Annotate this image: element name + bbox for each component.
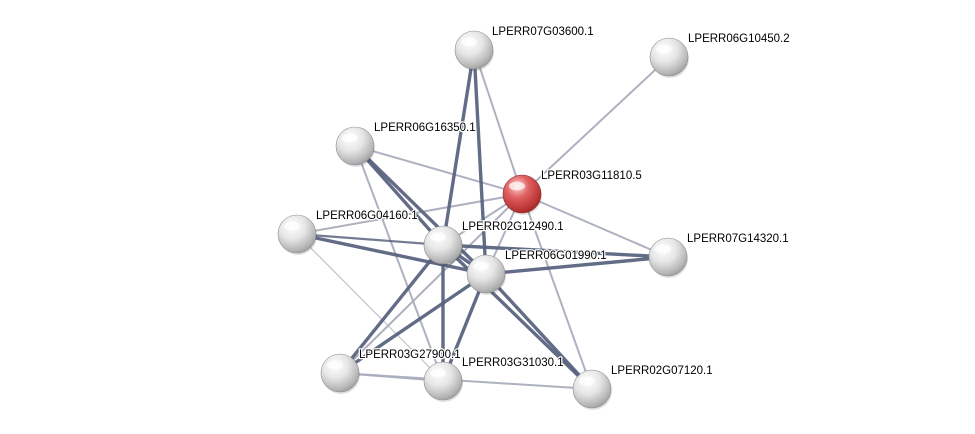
node-sphere[interactable] bbox=[649, 37, 689, 77]
node-label-halo: LPERR03G11810.5 bbox=[541, 170, 642, 182]
node-lperr07g03600-1[interactable] bbox=[454, 30, 494, 71]
node-label-halo: LPERR06G10450.2 bbox=[688, 33, 790, 45]
labels-layer: LPERR03G11810.5LPERR03G11810.5LPERR07G03… bbox=[315, 25, 791, 379]
node-label-halo: LPERR03G27900.1 bbox=[359, 349, 461, 361]
edge-lperr03g11810-5-to-lperr07g03600-1[interactable] bbox=[473, 49, 523, 195]
edge-lperr06g01990-1-to-lperr03g27900-1[interactable] bbox=[338, 272, 488, 375]
node-label: LPERR07G03600.1 bbox=[492, 26, 594, 38]
node-lperr02g07120-1[interactable] bbox=[572, 369, 612, 410]
edge-lperr03g11810-5-to-lperr03g27900-1[interactable] bbox=[339, 193, 523, 374]
node-label-halo: LPERR07G14320.1 bbox=[687, 233, 789, 245]
edge-lperr02g12490-1-to-lperr07g14320-1[interactable] bbox=[441, 243, 670, 259]
edge-lperr06g16350-1-to-lperr03g31030-1[interactable] bbox=[354, 145, 444, 382]
node-label: LPERR02G12490.1 bbox=[462, 221, 564, 233]
nodes-layer bbox=[277, 30, 689, 410]
edge-lperr03g11810-5-to-lperr06g04160-1[interactable] bbox=[296, 193, 523, 235]
edge-lperr03g27900-1-to-lperr02g07120-1[interactable] bbox=[339, 372, 593, 390]
node-label-halo: LPERR02G07120.1 bbox=[611, 365, 713, 377]
node-highlight bbox=[430, 368, 446, 378]
node-label: LPERR06G04160.1 bbox=[316, 210, 418, 222]
node-label-halo: LPERR06G16350.1 bbox=[374, 122, 476, 134]
node-label-halo: LPERR06G01990.1 bbox=[505, 250, 607, 262]
node-highlight bbox=[473, 261, 489, 271]
query-node-sphere[interactable] bbox=[502, 174, 542, 214]
edge-lperr03g11810-5-to-lperr02g07120-1[interactable] bbox=[521, 193, 593, 390]
node-sphere[interactable] bbox=[648, 237, 688, 277]
node-label: LPERR07G14320.1 bbox=[687, 233, 789, 245]
edge-lperr06g04160-1-to-lperr02g12490-1[interactable] bbox=[295, 232, 445, 247]
node-lperr06g04160-1[interactable] bbox=[277, 214, 317, 255]
node-lperr07g14320-1[interactable] bbox=[648, 237, 688, 278]
node-highlight bbox=[430, 232, 446, 242]
edge-lperr03g11810-5-to-lperr06g10450-2[interactable] bbox=[521, 56, 670, 195]
node-sphere[interactable] bbox=[277, 214, 317, 254]
node-sphere[interactable] bbox=[466, 254, 506, 294]
node-sphere[interactable] bbox=[454, 30, 494, 70]
node-label: LPERR02G07120.1 bbox=[611, 365, 713, 377]
node-sphere[interactable] bbox=[423, 225, 463, 265]
node-label: LPERR03G31030.1 bbox=[462, 357, 564, 369]
node-lperr03g11810-5[interactable] bbox=[502, 174, 542, 215]
node-sphere[interactable] bbox=[423, 361, 463, 401]
node-sphere[interactable] bbox=[320, 353, 360, 393]
node-highlight bbox=[579, 376, 595, 386]
edge-lperr07g03600-1-to-lperr06g01990-1[interactable] bbox=[472, 48, 488, 276]
node-label-halo: LPERR02G12490.1 bbox=[462, 221, 564, 233]
node-highlight bbox=[284, 221, 300, 231]
node-label: LPERR06G16350.1 bbox=[374, 122, 476, 134]
edge-lperr06g04160-1-to-lperr06g01990-1[interactable] bbox=[295, 232, 488, 276]
node-highlight bbox=[656, 44, 672, 54]
node-lperr06g10450-2[interactable] bbox=[649, 37, 689, 78]
node-lperr06g01990-1[interactable] bbox=[466, 254, 506, 295]
node-lperr06g16350-1[interactable] bbox=[335, 126, 375, 167]
node-highlight bbox=[655, 244, 671, 254]
node-label: LPERR03G27900.1 bbox=[359, 349, 461, 361]
node-highlight bbox=[461, 37, 477, 47]
node-label: LPERR06G10450.2 bbox=[688, 33, 790, 45]
edge-lperr02g12490-1-to-lperr03g27900-1[interactable] bbox=[338, 243, 445, 375]
node-lperr03g27900-1[interactable] bbox=[320, 353, 360, 394]
node-lperr02g12490-1[interactable] bbox=[423, 225, 463, 266]
node-highlight bbox=[509, 181, 525, 191]
node-label-halo: LPERR06G04160.1 bbox=[316, 210, 418, 222]
edge-lperr06g16350-1-to-lperr06g01990-1[interactable] bbox=[353, 144, 488, 276]
node-label-halo: LPERR07G03600.1 bbox=[492, 26, 594, 38]
node-sphere[interactable] bbox=[572, 369, 612, 409]
edge-lperr06g01990-1-to-lperr07g14320-1[interactable] bbox=[484, 255, 670, 276]
node-lperr03g31030-1[interactable] bbox=[423, 361, 463, 402]
node-sphere[interactable] bbox=[335, 126, 375, 166]
edge-lperr06g01990-1-to-lperr02g07120-1[interactable] bbox=[484, 272, 594, 391]
edge-lperr06g04160-1-to-lperr03g31030-1[interactable] bbox=[296, 233, 444, 382]
node-label: LPERR06G01990.1 bbox=[505, 250, 607, 262]
edge-lperr03g11810-5-to-lperr06g16350-1[interactable] bbox=[354, 145, 523, 195]
edge-lperr07g03600-1-to-lperr02g12490-1[interactable] bbox=[441, 48, 476, 247]
node-label: LPERR03G11810.5 bbox=[541, 170, 642, 182]
node-highlight bbox=[342, 133, 358, 143]
node-label-halo: LPERR03G31030.1 bbox=[462, 357, 564, 369]
edge-lperr03g11810-5-to-lperr07g14320-1[interactable] bbox=[521, 193, 669, 258]
node-highlight bbox=[327, 360, 343, 370]
